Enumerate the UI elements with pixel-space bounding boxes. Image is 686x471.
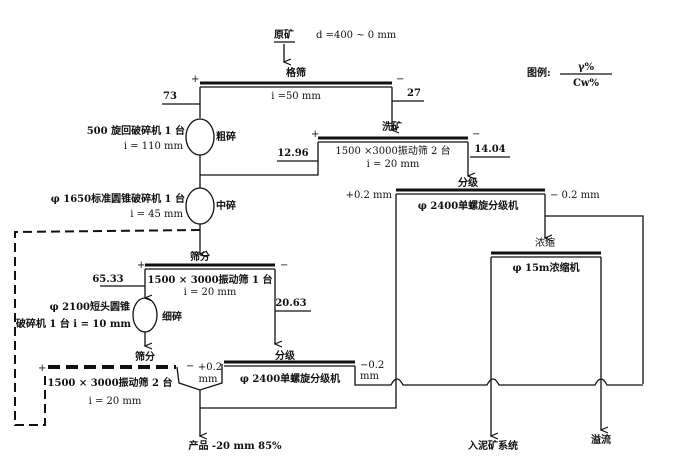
slime-output-label: 入泥矿系统 xyxy=(468,439,518,452)
screen1-label: 筛分 xyxy=(190,250,210,263)
screen2-machine: 1500 × 3000振动筛 2 台 xyxy=(48,376,173,389)
screen2-plus: + xyxy=(38,363,46,374)
fine-crusher-symbol xyxy=(132,297,158,333)
fine-crusher-machine-line1: φ 2100短头圆锥 xyxy=(50,300,130,313)
medium-crusher-machine: φ 1650标准圆锥破碎机 1 台 xyxy=(51,192,185,205)
screen2-label: 筛分 xyxy=(135,350,155,363)
recycle-dashed-line xyxy=(14,229,201,426)
feed-label: 原矿 xyxy=(274,28,294,41)
flow-line xyxy=(200,194,397,409)
thickener-label: 浓缩 xyxy=(535,236,555,249)
screen2-aperture: i = 20 mm xyxy=(89,396,142,407)
coarse-crusher-label: 粗碎 xyxy=(216,130,236,143)
grizzly-minus: − xyxy=(396,74,404,85)
thickener-machine: φ 15m浓缩机 xyxy=(512,261,579,274)
coarse-crusher-symbol xyxy=(185,118,215,156)
washing-undersize-value: 14.04 xyxy=(474,144,505,155)
screen1-undersize-value: 20.63 xyxy=(275,298,306,309)
washing-minus: − xyxy=(472,129,480,140)
washing-machine: 1500 ×3000振动筛 2 台 xyxy=(335,144,450,157)
grizzly-oversize-value: 73 xyxy=(163,91,177,102)
classifier2-minus-1: −0.2 xyxy=(360,360,384,371)
overflow-output-label: 溢流 xyxy=(591,433,611,446)
legend-numerator: γ% xyxy=(578,62,595,73)
classifier1-machine: φ 2400单螺旋分级机 xyxy=(418,199,518,212)
screen1-machine: 1500 × 3000振动筛 1 台 xyxy=(148,273,273,286)
legend-denominator: Cw% xyxy=(573,78,600,89)
coarse-crusher-setting: i = 110 mm xyxy=(124,141,184,152)
washing-aperture: i = 20 mm xyxy=(367,159,420,170)
washing-label: 洗矿 xyxy=(382,120,402,133)
classifier1-label: 分级 xyxy=(458,176,479,189)
overflow-line xyxy=(354,366,643,386)
classifier1-plus: +0.2 mm xyxy=(346,190,393,201)
fine-crusher-label: 细碎 xyxy=(162,310,182,323)
screen2-minus: − xyxy=(186,361,194,372)
screen1-plus: + xyxy=(137,260,145,271)
classifier2-plus-2: mm xyxy=(199,374,218,385)
washing-plus: + xyxy=(311,129,319,140)
classifier2-label: 分级 xyxy=(275,349,296,362)
classifier1-minus: − 0.2 mm xyxy=(550,190,600,201)
grizzly-undersize-value: 27 xyxy=(407,88,421,99)
medium-crusher-setting: i = 45 mm xyxy=(130,209,183,220)
screen1-oversize-value: 65.33 xyxy=(92,274,123,285)
legend-label: 图例: xyxy=(527,66,551,79)
classifier2-machine: φ 2400单螺旋分级机 xyxy=(240,372,340,385)
grizzly-aperture: i =50 mm xyxy=(271,91,321,102)
classifier2-plus-1: +0.2 xyxy=(198,362,222,373)
screen1-aperture: i = 20 mm xyxy=(184,287,237,298)
grizzly-label: 格筛 xyxy=(286,66,306,79)
coarse-crusher-machine: 500 旋回破碎机 1 台 xyxy=(87,124,185,137)
feed-size: d =400 ~ 0 mm xyxy=(316,30,397,41)
washing-oversize-value: 12.96 xyxy=(277,148,308,159)
grizzly-plus: + xyxy=(191,74,199,85)
fine-crusher-machine-line2: 破碎机 1 台 i = 10 mm xyxy=(16,317,132,330)
medium-crusher-symbol xyxy=(185,187,215,225)
classifier2-minus-2: mm xyxy=(360,371,379,382)
medium-crusher-label: 中碎 xyxy=(216,199,236,212)
screen1-minus: − xyxy=(280,260,288,271)
flow-line xyxy=(545,215,644,384)
product-label: 产品 -20 mm 85% xyxy=(188,439,282,452)
flow-line xyxy=(200,142,319,176)
